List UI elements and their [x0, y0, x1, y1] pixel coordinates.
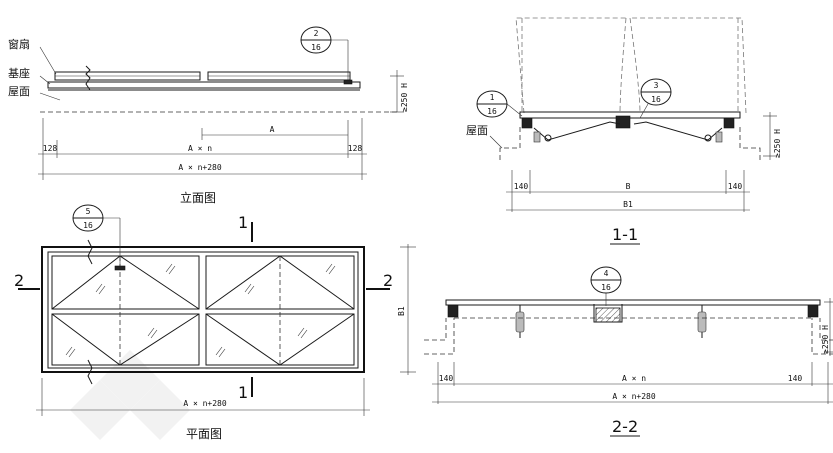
section11-dim-left: 140 [514, 182, 529, 191]
section22-dim-right: 140 [788, 374, 803, 383]
section11-dim-right: 140 [728, 182, 743, 191]
cut-1-bottom: 1 [238, 383, 248, 402]
dim-right-128: 128 [348, 144, 363, 153]
elevation-view: 窗扇 基座 屋面 2 16 ≥250 H A 128 A × n 128 A ×… [8, 26, 409, 205]
svg-text:16: 16 [651, 95, 661, 104]
section22-dim-total: A × n+280 [612, 392, 656, 401]
cut-1-top: 1 [238, 213, 248, 232]
plan-dim-total: A × n+280 [183, 399, 227, 408]
section11-dim-height: ≥250 H [773, 129, 782, 158]
cut-2-left: 2 [14, 271, 24, 290]
svg-text:5: 5 [86, 207, 91, 216]
label-sash: 窗扇 [8, 37, 30, 51]
dim-left-128: 128 [43, 144, 58, 153]
dim-A: A [270, 125, 275, 134]
detail-callout-3: 3 16 [639, 78, 672, 119]
plan-view: 5 16 1 1 2 2 B1 A × n+280 平面图 [14, 204, 416, 441]
detail-callout-1: 1 16 [476, 90, 523, 118]
svg-text:1: 1 [490, 93, 495, 102]
section22-dim-Axn: A × n [622, 374, 646, 383]
svg-text:2: 2 [314, 29, 319, 38]
section22-title: 2-2 [612, 417, 638, 436]
detail-callout-4: 4 16 [590, 266, 622, 306]
section11-dim-B: B [626, 182, 631, 191]
detail-callout-5: 5 16 [72, 204, 126, 271]
label-roof: 屋面 [8, 85, 30, 98]
dim-B1: B1 [397, 306, 406, 316]
svg-text:3: 3 [654, 81, 659, 90]
section11-dim-B1: B1 [623, 200, 633, 209]
watermark-pattern [70, 350, 190, 440]
plan-title: 平面图 [186, 427, 222, 441]
svg-text:16: 16 [83, 221, 93, 230]
label-roof-1-1: 屋面 [466, 124, 488, 137]
section-2-2: 4 16 ≥250 H 140 A × n 140 A × n+280 2-2 [424, 266, 833, 437]
dim-total: A × n+280 [178, 163, 222, 172]
section22-dim-left: 140 [439, 374, 454, 383]
dim-height: ≥250 H [400, 83, 409, 112]
dim-Axn: A × n [188, 144, 212, 153]
section-1-1: 1 16 3 16 屋面 ≥250 H 140 B 140 B1 1-1 [466, 17, 782, 245]
svg-text:4: 4 [604, 269, 609, 278]
label-base: 基座 [8, 66, 30, 80]
section11-title: 1-1 [612, 225, 638, 244]
section22-dim-height: ≥250 H [821, 325, 830, 354]
svg-text:16: 16 [311, 43, 321, 52]
cut-2-right: 2 [383, 271, 393, 290]
svg-text:16: 16 [487, 107, 497, 116]
detail-callout-2: 2 16 [300, 26, 349, 80]
elevation-title: 立面图 [180, 190, 216, 205]
svg-text:16: 16 [601, 283, 611, 292]
